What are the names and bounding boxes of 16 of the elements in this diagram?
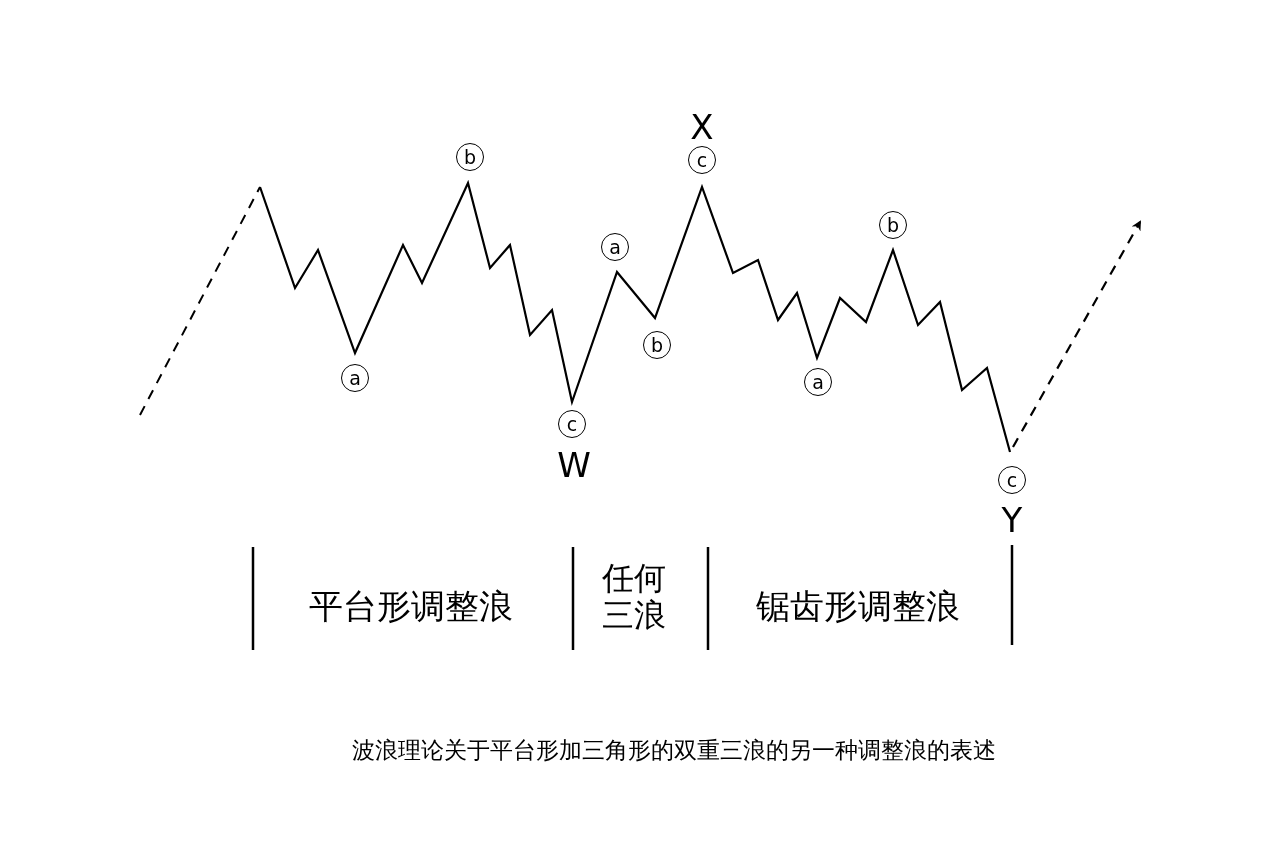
wave-letter: Y [1001,501,1023,541]
section-label: 平台形调整浪 [309,587,513,627]
circled-wave-letter: c [558,410,586,438]
circled-wave-letter: b [643,331,671,359]
circled-wave-letter: a [804,368,832,396]
circled-wave-letter: c [688,146,716,174]
circled-wave-letter: b [879,211,907,239]
section-label: 锯齿形调整浪 [756,587,960,627]
wave-letter: W [557,446,591,486]
circled-wave-letter: a [341,364,369,392]
caption: 波浪理论关于平台形加三角形的双重三浪的另一种调整浪的表述 [352,736,996,765]
section-label: 任何三浪 [602,560,667,634]
circled-wave-letter: b [456,143,484,171]
circled-wave-letter: a [601,233,629,261]
circled-wave-letter: c [998,466,1026,494]
wave-letter: X [690,108,714,148]
